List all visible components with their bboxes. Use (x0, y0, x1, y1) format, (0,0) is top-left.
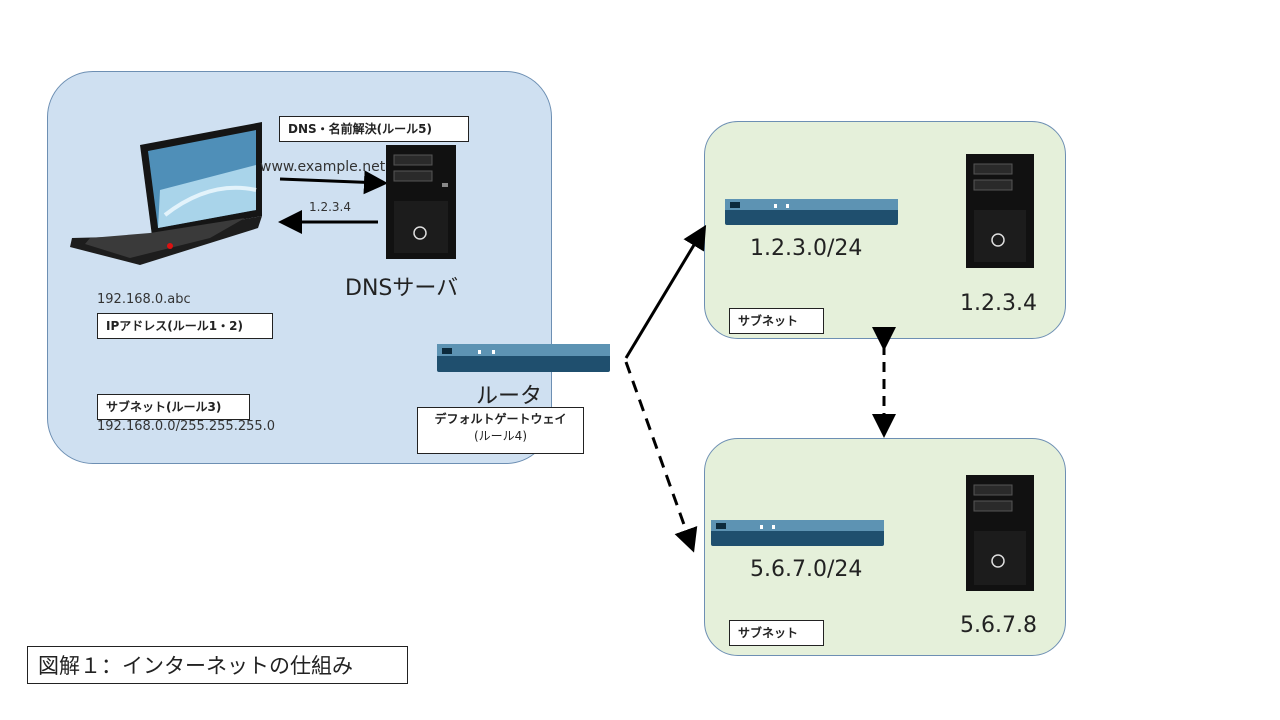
subnet-rule-label: サブネット(ルール3) (97, 394, 250, 420)
dns-server-label: DNSサーバ (345, 276, 459, 301)
query-arrow (279, 170, 388, 195)
route-a-arrow (624, 224, 707, 359)
pc-ip-text: 192.168.0.abc (97, 292, 191, 307)
network-a-address: 1.2.3.0/24 (750, 236, 863, 261)
server-b-ip: 5.6.7.8 (960, 613, 1037, 638)
server-a-ip: 1.2.3.4 (960, 291, 1037, 316)
query-text: www.example.net (260, 159, 386, 175)
network-b-address: 5.6.7.0/24 (750, 557, 863, 582)
dns-rule-label: DNS・名前解決(ルール5) (279, 116, 469, 142)
figure-caption: 図解１：インターネットの仕組み (27, 646, 408, 684)
server-b-icon (966, 475, 1034, 591)
subnet-value-text: 192.168.0.0/255.255.255.0 (97, 419, 276, 434)
router-icon (437, 344, 610, 372)
subnet-a-label: サブネット (729, 308, 824, 334)
router-b-icon (711, 520, 884, 546)
subnet-b-label: サブネット (729, 620, 824, 646)
route-b-arrow (624, 361, 698, 553)
router-a-icon (725, 199, 898, 225)
router-label: ルータ (476, 384, 543, 409)
answer-text: 1.2.3.4 (309, 200, 351, 214)
gateway-label-line2: (ルール4) (474, 429, 527, 443)
gateway-label-line1: デフォルトゲートウェイ (434, 412, 567, 426)
ip-rule-label: IPアドレス(ルール1・2) (97, 313, 273, 339)
dns-server-icon (386, 145, 456, 259)
gateway-rule-label: デフォルトゲートウェイ (ルール4) (417, 407, 584, 454)
laptop-icon (70, 122, 262, 265)
server-a-icon (966, 154, 1034, 268)
